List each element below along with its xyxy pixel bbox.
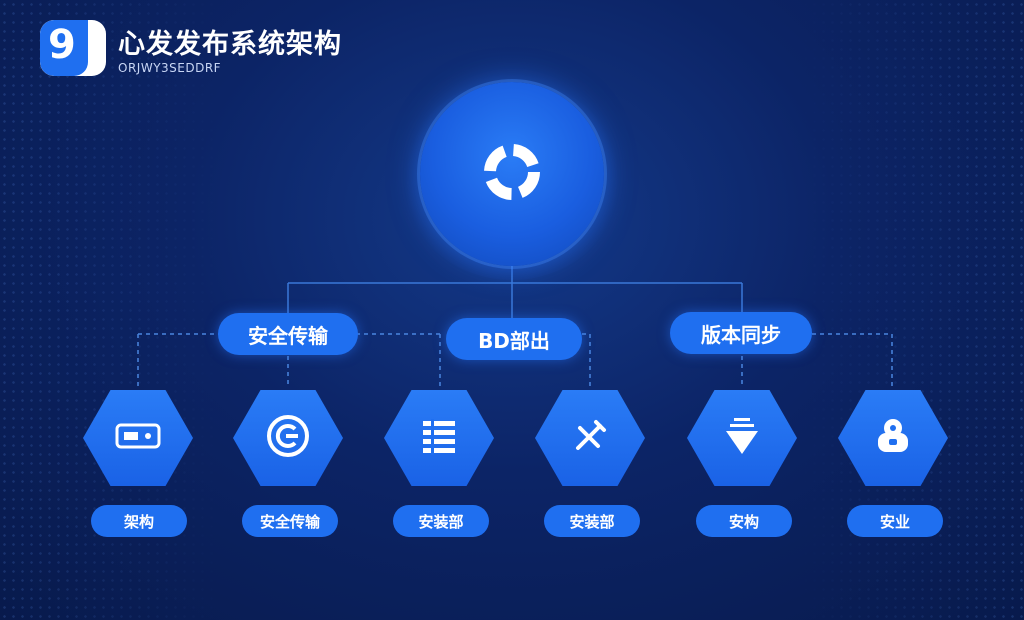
category-pill-3[interactable]: 版本同步 (670, 312, 812, 354)
component-label-2: 安全传输 (242, 505, 338, 537)
component-label-1: 架构 (91, 505, 187, 537)
logo-shape (40, 20, 88, 76)
recycle-icon (476, 136, 548, 212)
page-subtitle: ORJWY3SEDDRF (118, 61, 222, 75)
app-logo: 9 (40, 20, 106, 76)
component-label-3: 安装部 (393, 505, 489, 537)
category-pill-1[interactable]: 安全传输 (218, 313, 358, 355)
device-icon (114, 421, 162, 455)
tools-icon (570, 416, 610, 460)
cloud-icon (870, 416, 916, 460)
ring-icon (265, 413, 311, 463)
component-node-3[interactable] (384, 390, 494, 486)
page-title: 心发发布系统架构 (118, 29, 342, 60)
list-icon (419, 416, 459, 460)
hub-node[interactable] (420, 82, 604, 266)
category-pill-2[interactable]: BD部出 (446, 318, 582, 360)
component-label-5: 安构 (696, 505, 792, 537)
logo-glyph: 9 (48, 22, 76, 68)
component-label-6: 安业 (847, 505, 943, 537)
funnel-icon (720, 414, 764, 462)
component-label-4: 安装部 (544, 505, 640, 537)
